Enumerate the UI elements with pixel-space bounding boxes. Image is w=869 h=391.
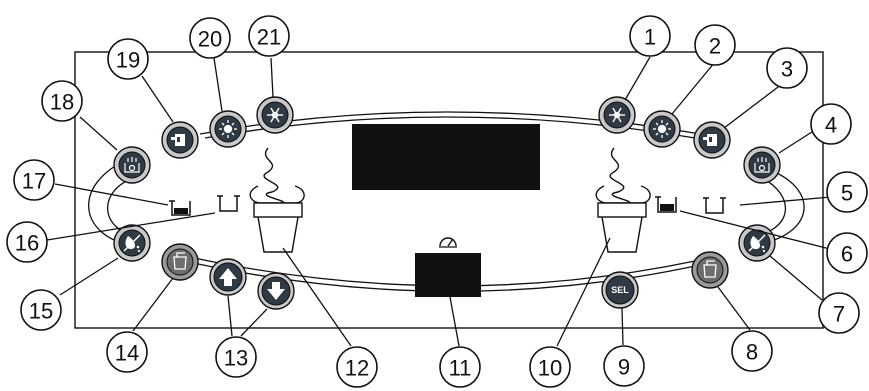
callout-label: 14 [115, 341, 139, 366]
callout-8: 8 [732, 331, 772, 371]
left-dispense-button[interactable] [162, 122, 198, 158]
gauge-icon [439, 238, 457, 247]
left-heat-treatment-button[interactable] [114, 147, 150, 183]
callout-label: 13 [224, 346, 248, 371]
left-hopper-empty-icon [217, 196, 240, 211]
callout-label: 17 [22, 169, 46, 194]
right-heat-treatment-button[interactable] [744, 147, 780, 183]
callout-13: 13 [216, 337, 256, 377]
right-hopper-empty-icon [703, 198, 726, 213]
callout-2: 2 [695, 25, 735, 65]
main-display [352, 124, 540, 190]
callout-label: 18 [50, 90, 74, 115]
callout-17: 17 [14, 160, 54, 200]
callout-label: 5 [841, 181, 853, 206]
left-pump-button[interactable] [114, 225, 150, 261]
callout-4: 4 [811, 104, 851, 144]
left-standby-button[interactable] [210, 111, 246, 147]
left-hopper-low-icon [169, 201, 190, 215]
callout-12: 12 [337, 347, 377, 387]
callout-19: 19 [108, 39, 148, 79]
callout-14: 14 [107, 332, 147, 372]
callout-label: 21 [257, 25, 281, 50]
down-arrow-button[interactable] [258, 273, 294, 309]
callout-1: 1 [630, 16, 670, 56]
callout-18: 18 [42, 81, 82, 121]
left-freeze-button[interactable] [257, 97, 293, 133]
callout-6: 6 [827, 233, 867, 273]
right-clean-button[interactable] [692, 252, 728, 288]
callout-label: 6 [841, 242, 853, 267]
callout-label: 1 [644, 25, 656, 50]
secondary-display [415, 253, 481, 297]
callout-label: 8 [746, 340, 758, 365]
callout-5: 5 [827, 172, 867, 212]
right-cone-icon [596, 148, 650, 252]
callout-label: 15 [29, 299, 53, 324]
callout-label: 12 [345, 356, 369, 381]
callout-11: 11 [440, 347, 480, 387]
callout-label: 9 [618, 355, 630, 380]
callout-21: 21 [249, 16, 289, 56]
left-cone-icon [250, 148, 304, 252]
callout-label: 16 [15, 231, 39, 256]
callout-label: 10 [538, 356, 562, 381]
sel-button[interactable]: SEL [602, 272, 638, 308]
right-freeze-button[interactable] [599, 97, 635, 133]
up-arrow-button[interactable] [210, 259, 246, 295]
callout-label: 4 [825, 113, 837, 138]
left-clean-button[interactable] [162, 244, 198, 280]
callout-7: 7 [819, 293, 859, 333]
callout-label: 20 [198, 27, 222, 52]
callout-20: 20 [190, 18, 230, 58]
leader-lines [47, 57, 831, 346]
callout-9: 9 [604, 346, 644, 386]
callout-label: 7 [833, 302, 845, 327]
right-standby-button[interactable] [644, 111, 680, 147]
callout-label: 19 [116, 48, 140, 73]
callout-label: 3 [781, 57, 793, 82]
right-hopper-low-icon [655, 197, 676, 212]
callout-15: 15 [21, 290, 61, 330]
callout-label: 2 [709, 34, 721, 59]
callout-16: 16 [7, 222, 47, 262]
callout-3: 3 [767, 48, 807, 88]
sel-button-label: SEL [611, 285, 629, 295]
callout-label: 11 [449, 356, 472, 381]
callout-10: 10 [530, 347, 570, 387]
